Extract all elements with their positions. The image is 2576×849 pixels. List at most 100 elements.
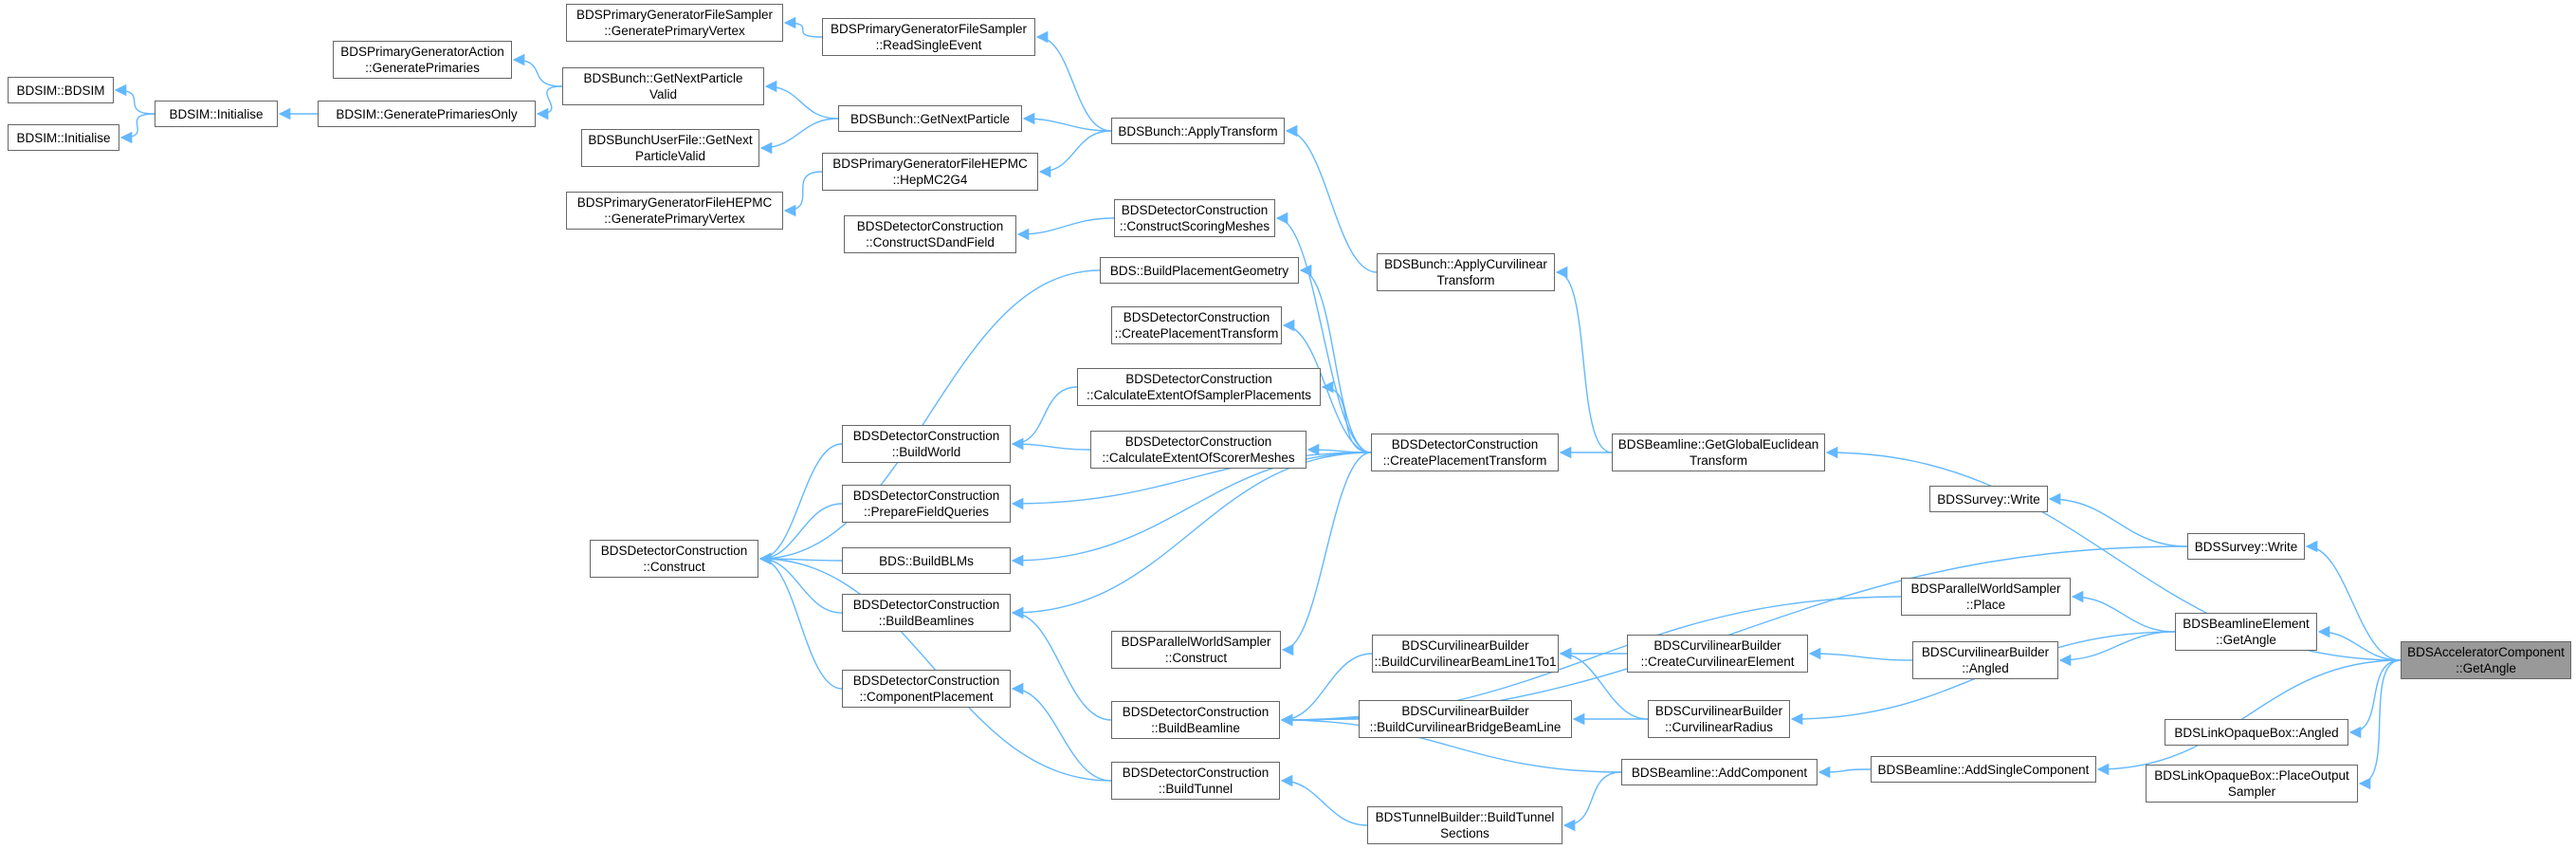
edge-bdsim-init-to-bdsim-ctor <box>114 83 155 115</box>
graph-node-pgfh-genvertex[interactable]: BDSPrimaryGeneratorFileHEPMC::GeneratePr… <box>566 192 783 230</box>
node-label-line: BDSBunch::ApplyTransform <box>1118 123 1278 138</box>
node-label-line: ::CurvilinearRadius <box>1664 720 1774 734</box>
node-label-line: Transform <box>1689 453 1747 468</box>
edge-dc-cpt-to-dc-calc-sampler <box>1321 380 1372 453</box>
node-label-line: ::ReadSingleEvent <box>875 38 982 52</box>
graph-node-dc-prepfield[interactable]: BDSDetectorConstruction::PrepareFieldQue… <box>842 485 1011 523</box>
edge-survey-write-to-survey-write2 <box>2048 492 2188 547</box>
graph-node-cb-bl1to1[interactable]: BDSCurvilinearBuilder::BuildCurvilinearB… <box>1372 635 1559 673</box>
node-label-line: BDSDetectorConstruction <box>1124 434 1272 449</box>
node-label-line: BDSBunch::ApplyCurvilinear <box>1384 257 1547 271</box>
edge-bdsim-init-to-bdsim-init2 <box>119 113 155 144</box>
edge-dc-cpt-to-bds-bpg <box>1299 264 1372 453</box>
graph-node-survey-write[interactable]: BDSSurvey::Write <box>2187 533 2305 560</box>
node-label-line: BDSDetectorConstruction <box>1123 310 1270 324</box>
node-label-line: BDSAcceleratorComponent <box>2407 645 2565 659</box>
node-label-line: BDSBeamlineElement <box>2183 617 2310 631</box>
node-label-line: BDSCurvilinearBuilder <box>1653 638 1781 653</box>
node-label-line: ::CreatePlacementTransform <box>1382 453 1547 468</box>
graph-node-cb-bridge[interactable]: BDSCurvilinearBuilder::BuildCurvilinearB… <box>1359 700 1572 738</box>
graph-node-bl-addcomp[interactable]: BDSBeamline::AddComponent <box>1621 759 1818 785</box>
graph-node-cb-curvradius[interactable]: BDSCurvilinearBuilder::CurvilinearRadius <box>1648 700 1790 738</box>
node-label-line: BDSDetectorConstruction <box>856 219 1004 233</box>
graph-node-bdsim-init2[interactable]: BDSIM::Initialise <box>8 124 119 151</box>
node-label-line: BDSPrimaryGeneratorAction <box>340 45 504 59</box>
graph-node-cb-angled[interactable]: BDSCurvilinearBuilder::Angled <box>1912 641 2058 679</box>
edge-dc-calc-sampler-to-dc-buildworld <box>1011 386 1078 451</box>
node-label-line: ::HepMC2G4 <box>892 173 968 187</box>
graph-node-ble-getangle[interactable]: BDSBeamlineElement::GetAngle <box>2175 613 2317 651</box>
node-label-line: BDSCurvilinearBuilder <box>1401 704 1529 718</box>
graph-node-lob-angled[interactable]: BDSLinkOpaqueBox::Angled <box>2165 719 2348 746</box>
graph-node-dc-buildworld[interactable]: BDSDetectorConstruction::BuildWorld <box>842 425 1011 463</box>
graph-node-dc-sdfield[interactable]: BDSDetectorConstruction::ConstructSDandF… <box>844 215 1016 253</box>
graph-node-bds-bpg[interactable]: BDS::BuildPlacementGeometry <box>1100 257 1299 284</box>
graph-node-dc-comp-place[interactable]: BDSDetectorConstruction::ComponentPlacem… <box>842 670 1011 708</box>
node-label-line: Valid <box>649 87 678 102</box>
graph-node-survey-write2[interactable]: BDSSurvey::Write <box>1929 486 2048 512</box>
edge-dc-cpt-to-bds-blms <box>1011 452 1372 567</box>
edge-target-to-ble-getangle <box>2317 625 2402 661</box>
node-label-line: ::CalculateExtentOfSamplerPlacements <box>1086 388 1312 402</box>
node-label-line: ::BuildTunnel <box>1158 782 1233 796</box>
graph-node-pws-construct[interactable]: BDSParallelWorldSampler::Construct <box>1111 631 1281 669</box>
edge-bds-bpg-to-dc-construct <box>758 269 1101 565</box>
node-label-line: Transform <box>1436 273 1495 287</box>
graph-node-cb-createelem[interactable]: BDSCurvilinearBuilder::CreateCurvilinear… <box>1627 635 1808 673</box>
graph-node-dc-buildtunnel[interactable]: BDSDetectorConstruction::BuildTunnel <box>1111 762 1280 800</box>
node-label-line: BDSDetectorConstruction <box>1125 372 1272 386</box>
edge-cb-curvradius-to-cb-bl1to1 <box>1559 647 1649 720</box>
graph-node-pgfh-hepmc[interactable]: BDSPrimaryGeneratorFileHEPMC::HepMC2G4 <box>822 153 1038 191</box>
graph-node-pgfs-readsingle[interactable]: BDSPrimaryGeneratorFileSampler::ReadSing… <box>822 18 1035 56</box>
node-label-line: BDSIM::BDSIM <box>16 83 105 98</box>
graph-node-dc-scoring[interactable]: BDSDetectorConstruction::ConstructScorin… <box>1114 199 1275 237</box>
node-label-line: BDSCurvilinearBuilder <box>1654 704 1783 718</box>
graph-node-bunch-getnext[interactable]: BDSBunch::GetNextParticle <box>838 105 1022 132</box>
graph-node-dc-cpt[interactable]: BDSDetectorConstruction::CreatePlacement… <box>1371 434 1559 471</box>
graph-node-dc-construct[interactable]: BDSDetectorConstruction::Construct <box>590 540 758 578</box>
node-label-line: ::CalculateExtentOfScorerMeshes <box>1102 451 1295 465</box>
edge-target-to-survey-write <box>2305 540 2402 661</box>
node-label-line: BDSBunchUserFile::GetNext <box>588 133 753 147</box>
node-label-line: ParticleValid <box>634 149 706 163</box>
graph-node-pga-gen[interactable]: BDSPrimaryGeneratorAction::GeneratePrima… <box>333 41 512 79</box>
edge-bunch-getnext-to-bunchfile-getvalid <box>759 118 839 155</box>
edge-cb-angled-to-cb-createelem <box>1808 647 1913 661</box>
edge-dc-cpt-to-dc-scoring <box>1275 212 1372 453</box>
graph-node-bdsim-init[interactable]: BDSIM::Initialise <box>155 101 278 127</box>
edge-bl-addcomp-to-dc-buildbeamline <box>1280 713 1622 773</box>
node-label-line: BDSPrimaryGeneratorFileHEPMC <box>832 157 1028 171</box>
node-label-line: BDSDetectorConstruction <box>852 598 1000 612</box>
graph-node-pgfs-genvertex[interactable]: BDSPrimaryGeneratorFileSampler::Generate… <box>566 4 783 42</box>
graph-node-bdsim-ctor[interactable]: BDSIM::BDSIM <box>8 77 114 103</box>
node-label-line: BDSParallelWorldSampler <box>1910 581 2061 596</box>
graph-node-bds-blms[interactable]: BDS::BuildBLMs <box>842 547 1011 574</box>
edge-pgfs-readsingle-to-pgfs-genvertex <box>783 16 823 38</box>
graph-node-bunch-apply[interactable]: BDSBunch::ApplyTransform <box>1111 118 1285 144</box>
node-label-line: ::BuildBeamline <box>1151 721 1240 735</box>
graph-node-dc-calc-sampler[interactable]: BDSDetectorConstruction::CalculateExtent… <box>1077 368 1321 406</box>
node-label-line: BDSIM::Initialise <box>169 106 264 121</box>
node-label-line: BDS::BuildBLMs <box>879 553 974 568</box>
graph-node-dc-buildbeamline[interactable]: BDSDetectorConstruction::BuildBeamline <box>1111 701 1280 739</box>
graph-node-gen-prim-only[interactable]: BDSIM::GeneratePrimariesOnly <box>318 101 536 127</box>
edge-dc-cpt-to-dc-buildbeamlines <box>1011 452 1372 619</box>
graph-node-pws-place[interactable]: BDSParallelWorldSampler::Place <box>1901 578 2071 616</box>
node-label-line: BDSSurvey::Write <box>1937 491 2040 507</box>
node-label-line: ::Angled <box>1962 661 2009 675</box>
node-label-line: ::ConstructSDandField <box>866 235 995 249</box>
edge-dc-comp-place-to-dc-construct <box>758 552 843 690</box>
graph-node-dc-calc-scorer[interactable]: BDSDetectorConstruction::CalculateExtent… <box>1090 431 1306 469</box>
node-label-line: ::ComponentPlacement <box>859 690 994 704</box>
graph-node-dc-buildbeamlines[interactable]: BDSDetectorConstruction::BuildBeamlines <box>842 594 1011 632</box>
edge-tb-sections-to-dc-buildtunnel <box>1280 774 1368 826</box>
graph-node-dc-cpt2[interactable]: BDSDetectorConstruction::CreatePlacement… <box>1111 306 1282 344</box>
graph-node-bl-addsingle[interactable]: BDSBeamline::AddSingleComponent <box>1871 756 2096 783</box>
